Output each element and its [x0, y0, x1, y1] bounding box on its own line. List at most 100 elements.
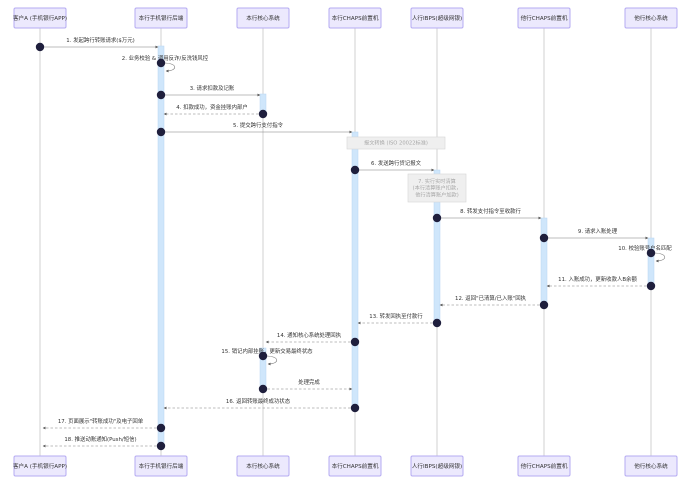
participant-box-bottom: 本行手机银行后端	[134, 455, 188, 477]
message: 3. 请求扣款及记账	[156, 84, 261, 100]
participant-label: 客户A (手机银行APP)	[13, 462, 67, 470]
participant-label: 本行CHAPS前置机	[332, 14, 379, 22]
message: 9. 请求入账处理	[539, 227, 649, 243]
note-box	[407, 173, 467, 203]
message-start-dot	[258, 384, 268, 394]
participant-label: 他行核心系统	[634, 462, 668, 470]
message-label: 14. 通知核心系统处理回执	[277, 331, 342, 339]
message-start-dot	[35, 42, 45, 52]
message-label: 16. 返回转账最终成功状态	[226, 397, 291, 405]
message: 处理完成	[258, 378, 353, 394]
message: 5. 提交跨行支付指令	[156, 121, 353, 137]
message-start-dot	[156, 58, 166, 68]
message-start-dot	[156, 423, 166, 433]
participant-box-top: 本行核心系统	[236, 7, 290, 29]
note-box	[346, 136, 446, 150]
participant-box-bottom: 本行核心系统	[236, 455, 290, 477]
participant-box	[517, 455, 571, 477]
message: 6. 发送跨行贷记报文	[350, 159, 435, 175]
participant-box-bottom: 他行核心系统	[624, 455, 678, 477]
participant-label: 本行CHAPS前置机	[332, 462, 379, 470]
participant-label: 本行手机银行后端	[139, 462, 184, 470]
participant-label: 本行手机银行后端	[139, 14, 184, 22]
participant-label: 本行核心系统	[246, 14, 280, 22]
message-label: 10. 校验账号户名匹配	[618, 244, 672, 252]
participant-box-top: 他行核心系统	[624, 7, 678, 29]
participant-box	[328, 455, 382, 477]
message: 4. 扣款成功，资金挂账内部户	[163, 103, 268, 119]
activation-bar	[540, 217, 548, 305]
message-start-dot	[646, 281, 656, 291]
message-start-dot	[258, 109, 268, 119]
message: 8. 转发支付指令至收款行	[432, 207, 542, 223]
participant-label: 他行CHAPS前置机	[521, 14, 568, 22]
message-label: 15. 销记内部挂账，更新交易最终状态	[221, 347, 313, 355]
participant-box-bottom: 人行IBPS(超级网银)	[410, 455, 464, 477]
participant-label: 人行IBPS(超级网银)	[412, 14, 462, 22]
message-start-dot	[350, 165, 360, 175]
participant-box	[624, 455, 678, 477]
note: 7. 实行实时清算(本行清算账户扣款，他行清算账户加款)	[407, 173, 467, 203]
activation-bar	[157, 45, 165, 447]
participant-box-top: 本行CHAPS前置机	[328, 7, 382, 29]
message-start-dot	[156, 90, 166, 100]
message-label: 处理完成	[298, 378, 320, 386]
message-label: 5. 提交跨行支付指令	[233, 121, 284, 129]
message-label: 4. 扣款成功，资金挂账内部户	[176, 103, 248, 111]
message-start-dot	[156, 441, 166, 451]
message: 13. 转发回执至付款行	[357, 312, 442, 328]
message-start-dot	[350, 337, 360, 347]
message-start-dot	[646, 248, 656, 258]
participant-box	[517, 7, 571, 29]
message: 14. 通知核心系统处理回执	[265, 331, 360, 347]
message: 11. 入账成功，更新收款人B余额	[546, 275, 656, 291]
participant-label: 他行CHAPS前置机	[521, 462, 568, 470]
message: 18. 推送动账通知(Push/短信)	[42, 435, 166, 451]
message-label: 11. 入账成功，更新收款人B余额	[558, 275, 637, 283]
message-label: 18. 推送动账通知(Push/短信)	[64, 435, 136, 443]
participant-box-bottom: 他行CHAPS前置机	[517, 455, 571, 477]
message-label: 3. 请求扣款及记账	[190, 84, 235, 92]
participant-box-bottom: 客户A (手机银行APP)	[13, 455, 67, 477]
message-start-dot	[432, 318, 442, 328]
participant-box	[624, 7, 678, 29]
message: 2. 业务校验 & 调用反诈/反洗钱风控	[122, 54, 209, 73]
message-label: 17. 页面展示"转账成功"及电子回单	[58, 417, 144, 425]
message: 15. 销记内部挂账，更新交易最终状态	[221, 347, 313, 366]
message-label: 8. 转发支付指令至收款行	[460, 207, 521, 215]
participant-box	[13, 7, 67, 29]
message-label: 2. 业务校验 & 调用反诈/反洗钱风控	[122, 54, 209, 62]
note-text: 报文转换 (ISO 20022标准)	[364, 139, 428, 147]
message: 10. 校验账号户名匹配	[618, 244, 672, 263]
message-label: 1. 发起跨行转账请求($万元)	[66, 36, 134, 44]
message: 17. 页面展示"转账成功"及电子回单	[42, 417, 166, 433]
participant-label: 人行IBPS(超级网银)	[412, 462, 462, 470]
participant-label: 客户A (手机银行APP)	[13, 14, 67, 22]
self-message-arrow	[265, 355, 278, 366]
message: 16. 返回转账最终成功状态	[163, 397, 360, 413]
self-message-arrow	[653, 252, 666, 263]
message-label: 6. 发送跨行贷记报文	[371, 159, 422, 167]
message-start-dot	[539, 300, 549, 310]
message-label: 13. 转发回执至付款行	[369, 312, 423, 320]
message-start-dot	[432, 213, 442, 223]
message: 12. 返回"已清算/已入账"回执	[439, 294, 549, 310]
participant-box-bottom: 本行CHAPS前置机	[328, 455, 382, 477]
participant-box-top: 本行手机银行后端	[134, 7, 188, 29]
participant-label: 他行核心系统	[634, 14, 668, 22]
message: 1. 发起跨行转账请求($万元)	[35, 36, 159, 52]
note-text: (本行清算账户扣款，	[413, 184, 462, 192]
note: 报文转换 (ISO 20022标准)	[346, 136, 446, 150]
participant-label: 本行核心系统	[246, 462, 280, 470]
note-text: 7. 实行实时清算	[418, 177, 456, 185]
participant-box	[328, 7, 382, 29]
participant-box	[134, 7, 188, 29]
message-start-dot	[258, 351, 268, 361]
message-start-dot	[350, 403, 360, 413]
participant-box	[410, 7, 464, 29]
message-start-dot	[539, 233, 549, 243]
participant-box	[13, 455, 67, 477]
participant-box	[410, 455, 464, 477]
message-label: 12. 返回"已清算/已入账"回执	[455, 294, 527, 302]
